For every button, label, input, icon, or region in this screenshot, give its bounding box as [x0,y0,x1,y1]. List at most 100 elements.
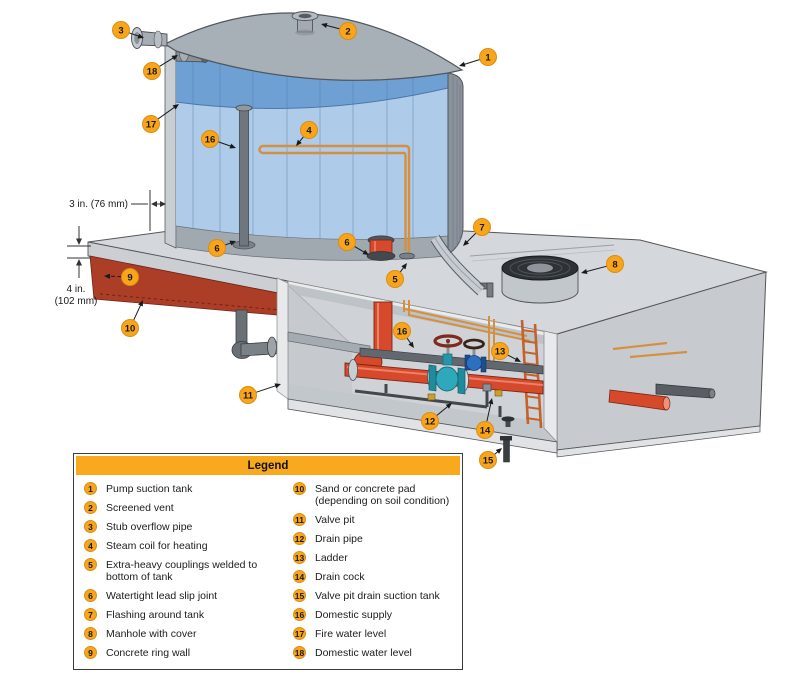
pump-suction-tank [131,11,486,296]
lead-slip-joint [366,235,396,261]
tank-seam-lines [192,56,414,240]
callout-16-domestic-supply: 16 [201,130,236,149]
callout-18-domestic-water-level: 18 [143,55,178,80]
legend-label: Concrete ring wall [106,647,191,659]
callout-number: 17 [146,119,157,130]
callout-number: 5 [392,274,398,285]
dimension-gap: 3 in. (76 mm) [69,190,166,231]
legend-badge: 13 [293,551,306,564]
callout-badge [208,239,226,257]
legend-badge: 5 [84,558,97,571]
callout-number: 16 [205,134,216,145]
callout-2-screened-vent: 2 [321,22,357,40]
tank-top [163,12,464,81]
tank-right-wall [447,72,464,258]
legend-label: Valve pit drain suction tank [315,590,440,602]
callout-11-valve-pit: 11 [239,383,281,404]
heavy-coupling [399,252,415,260]
callout-number: 2 [345,26,350,37]
callout-badge [339,22,357,40]
callout-badge [386,270,404,288]
callout-15-pit-drain-suction: 15 [479,448,502,469]
callout-badge [142,115,160,133]
steam-coil [258,144,411,253]
callout-13-ladder: 13 [491,342,521,362]
callout-badge [393,322,411,340]
callout-9-concrete-ring-wall: 9 [104,268,139,286]
callout-badge [606,255,624,273]
legend-badge: 12 [293,532,306,545]
callout-number: 1 [485,52,491,63]
callout-number: 10 [125,323,136,334]
callout-number: 3 [118,25,123,36]
legend-label: Ladder [315,552,348,564]
legend-badge: 6 [84,589,97,602]
callout-badge [239,386,257,404]
legend-badge: 16 [293,608,306,621]
drain-cock-fitting [482,383,492,392]
callout-number: 9 [127,272,132,283]
callout-5-heavy-couplings: 5 [386,263,407,288]
callout-badge [201,130,219,148]
callout-badge [121,268,139,286]
legend-item-13: 13 Ladder [293,551,459,564]
red-pipe-stub [608,389,671,411]
legend-label: Manhole with cover [106,628,197,640]
callout-number: 14 [480,425,491,436]
pit-drain-suction-pipe [500,436,512,463]
legend-item-5: 5 Extra-heavy couplings welded to bottom … [84,558,284,583]
legend-badge: 9 [84,646,97,659]
callout-7-flashing: 7 [463,218,491,246]
legend-badge: 3 [84,520,97,533]
callout-number: 6 [214,243,219,254]
drain-piping [354,384,502,417]
gate-valve-teal [428,334,466,395]
legend-label: Extra-heavy couplings welded to bottom o… [106,559,258,583]
tank-water-domestic-band [176,51,448,109]
legend-badge: 10 [293,482,306,495]
callout-badge [473,218,491,236]
legend-badge: 7 [84,608,97,621]
legend-label: Steam coil for heating [106,540,208,552]
callout-number: 7 [479,222,484,233]
callout-badge [476,421,494,439]
callout-badge [121,319,139,337]
legend-item-16: 16 Domestic supply [293,608,459,621]
callout-14-drain-cock: 14 [476,398,494,439]
legend-badge: 8 [84,627,97,640]
domestic-supply-riser [232,104,256,250]
callout-badge [421,412,439,430]
callout-10-sand-pad: 10 [121,300,143,337]
gray-pipe-stub [655,383,716,399]
pit-right-cut-edge [543,330,558,443]
legend-label: Screened vent [106,502,174,514]
legend-label: Domestic supply [315,609,393,621]
legend-title: Legend [76,456,460,475]
callout-number: 11 [243,390,254,401]
legend-badge: 17 [293,627,306,640]
callout-16-domestic-supply: 16 [393,322,414,348]
callout-number: 6 [344,237,349,248]
legend-item-9: 9 Concrete ring wall [84,646,284,659]
legend-badge: 11 [293,513,306,526]
legend-badge: 14 [293,570,306,583]
drain-valve-brass [427,393,436,401]
legend-label: Fire water level [315,628,387,640]
callout-1-pump-suction-tank: 1 [459,48,497,67]
legend-item-8: 8 Manhole with cover [84,627,284,640]
fire-water-level-line [175,87,449,109]
dimension-slab: 4 in. (102 mm) [55,226,97,307]
callout-number: 18 [147,66,158,77]
steam-pipe-stubs [612,341,688,359]
stub-overflow-pipe [131,27,168,49]
supply-pipe-under-pad [231,309,289,359]
callout-badge [143,62,161,80]
